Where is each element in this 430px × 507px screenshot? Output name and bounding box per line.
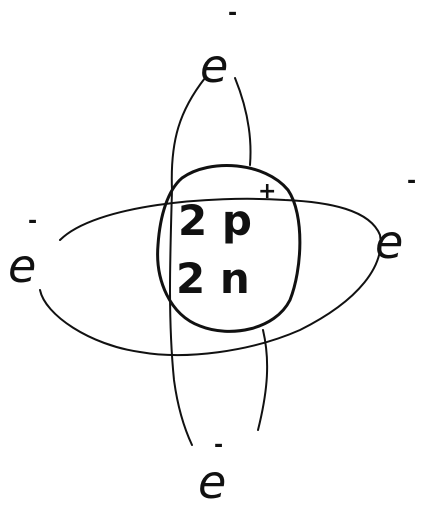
electron-left-charge: - — [28, 209, 37, 234]
electron-left: e - — [8, 209, 37, 293]
electron-top-symbol: e — [200, 39, 228, 93]
electron-right-charge: - — [407, 169, 416, 194]
neutron-count-label: 2 n — [176, 254, 250, 303]
electron-bottom-charge: - — [214, 433, 223, 458]
proton-count-label: 2 p — [178, 196, 252, 245]
electron-top: e - — [200, 1, 237, 93]
electron-top-charge: - — [228, 1, 237, 26]
proton-charge-label: + — [258, 179, 276, 204]
electron-right: e - — [375, 169, 416, 269]
nucleus: 2 p + 2 n — [158, 166, 300, 332]
electron-bottom-symbol: e — [198, 455, 226, 507]
electron-left-symbol: e — [8, 239, 36, 293]
electron-bottom: e - — [198, 433, 226, 507]
electron-right-symbol: e — [375, 215, 403, 269]
